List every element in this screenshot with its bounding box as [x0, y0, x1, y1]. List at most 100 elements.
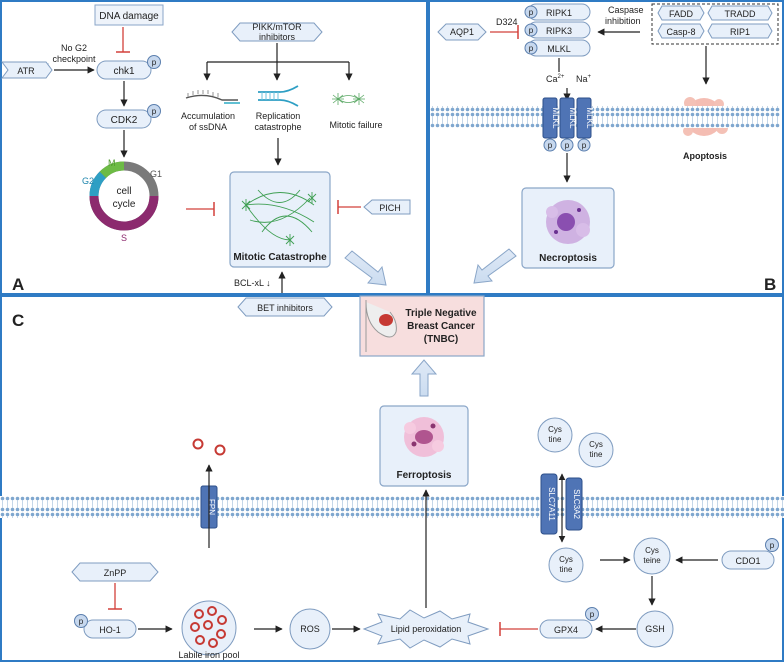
bet-inhibitors-label: BET inhibitors	[257, 303, 313, 313]
ferroptosis-to-tnbc-arrow	[410, 359, 438, 397]
bclxl-label: BCL-xL ↓	[234, 278, 271, 288]
gsh-label: GSH	[645, 624, 665, 634]
slc7a11-label: SLC7A11	[547, 487, 556, 521]
necroptosis-to-tnbc-arrow	[473, 248, 517, 284]
pikk-box	[231, 22, 323, 42]
svg-text:p: p	[565, 141, 570, 150]
cystine-out-1	[537, 417, 573, 453]
gpx4-node	[539, 619, 593, 639]
mlkl-phospho-3	[577, 138, 591, 152]
tnbc-line3: (TNBC)	[424, 334, 458, 345]
replication-fork-icon	[258, 85, 299, 107]
dna-damage-label: DNA damage	[99, 11, 159, 22]
cystine-in	[548, 547, 584, 583]
necroptotic-cell-icon	[546, 200, 590, 244]
tnbc-line2: Breast Cancer	[407, 321, 475, 332]
lipid-peroxidation-burst	[362, 609, 490, 649]
bet-inhibitors-box	[237, 297, 333, 317]
svg-text:p: p	[590, 610, 595, 619]
ros-label: ROS	[300, 624, 320, 634]
ho1-phospho-badge	[74, 614, 88, 628]
pich-label: PICH	[379, 203, 401, 213]
death-complex-box	[651, 3, 779, 45]
membrane-b	[430, 106, 780, 128]
svg-text:Cys: Cys	[589, 440, 603, 449]
svg-text:inhibitors: inhibitors	[259, 32, 296, 42]
gsh-node	[636, 610, 674, 648]
svg-text:p: p	[529, 44, 534, 53]
phase-s-label: S	[121, 233, 127, 243]
slc3a2-transporter	[565, 477, 583, 531]
mitotic-catastrophe-spindle-icon	[241, 189, 317, 246]
casp8-node	[657, 23, 705, 39]
slc3a2-label: SLC3A2	[572, 489, 581, 519]
ros-node	[289, 608, 331, 650]
svg-text:p: p	[152, 107, 157, 116]
svg-text:Casp-8: Casp-8	[666, 27, 695, 37]
znpp-box	[71, 562, 159, 582]
svg-text:MLKL: MLKL	[585, 108, 594, 129]
cell-cycle-ring	[89, 161, 159, 231]
chk1-label: chk1	[113, 66, 135, 77]
aqp1-box	[437, 23, 487, 41]
labile-iron-label: Labile iron pool	[178, 650, 239, 660]
ripk3-phospho-badge	[524, 23, 538, 37]
mlkl-channel-2	[559, 97, 575, 139]
mlkl-label: MLKL	[547, 44, 571, 54]
breast-icon	[365, 300, 397, 352]
caspase-label: Caspase	[608, 5, 644, 15]
mlkl-channel-1	[542, 97, 558, 139]
svg-text:p: p	[79, 617, 84, 626]
panel-label-a: A	[12, 275, 24, 294]
necroptosis-label: Necroptosis	[539, 253, 597, 264]
gpx4-label: GPX4	[554, 625, 578, 635]
atr-label: ATR	[17, 66, 35, 76]
ferroptotic-cell-icon	[404, 417, 444, 457]
cystine-out-2	[578, 432, 614, 468]
mlkl-phospho-badge	[524, 41, 538, 55]
svg-text:cycle: cycle	[113, 199, 136, 210]
svg-text:Cys: Cys	[548, 425, 562, 434]
phase-m-arc	[99, 161, 125, 179]
aqp1-label: AQP1	[450, 27, 474, 37]
cysteine-node	[633, 537, 671, 575]
svg-text:RIP1: RIP1	[730, 27, 750, 37]
fadd-node	[657, 5, 705, 21]
gpx4-phospho-badge	[585, 607, 599, 621]
iron-pool-ions	[190, 606, 227, 648]
panel-a: DNA damage No G2 checkpoint ATR chk1 p C…	[1, 4, 411, 317]
cdo1-label: CDO1	[735, 556, 760, 566]
ho1-node	[83, 619, 137, 639]
svg-text:p: p	[529, 26, 534, 35]
mc-to-tnbc-arrow	[344, 250, 387, 286]
no-g2-label: No G2	[61, 43, 87, 53]
ho1-label: HO-1	[99, 625, 121, 635]
calcium-label: Ca2+	[546, 74, 565, 84]
mitotic-catastrophe-label: Mitotic Catastrophe	[233, 252, 327, 263]
cdk2-label: CDK2	[111, 115, 138, 126]
svg-text:tine: tine	[590, 450, 603, 459]
tnbc-box: Triple Negative Breast Cancer (TNBC)	[359, 295, 485, 357]
panel-b: AQP1 D324 RIPK1 p RIPK3 p MLKL p Caspase…	[430, 3, 780, 284]
svg-text:MLKL: MLKL	[551, 108, 560, 129]
ssdna-label: Accumulation	[181, 111, 235, 121]
cdo1-node	[721, 550, 775, 570]
tnbc-line1: Triple Negative	[405, 308, 477, 319]
svg-text:MLKL: MLKL	[568, 108, 577, 129]
slc7a11-transporter	[540, 473, 558, 535]
svg-text:p: p	[582, 141, 587, 150]
cdk2-node	[96, 109, 152, 129]
pich-box	[363, 199, 411, 215]
svg-text:of ssDNA: of ssDNA	[189, 122, 227, 132]
mlkl-phospho-2	[560, 138, 574, 152]
svg-text:Cys: Cys	[645, 546, 659, 555]
mlkl-phospho-1	[543, 138, 557, 152]
znpp-label: ZnPP	[104, 568, 127, 578]
chk1-node	[96, 60, 152, 80]
svg-text:tine: tine	[549, 435, 562, 444]
svg-text:p: p	[770, 541, 775, 550]
svg-text:catastrophe: catastrophe	[254, 122, 301, 132]
replication-label: Replication	[256, 111, 301, 121]
chk1-phospho-badge	[147, 55, 161, 69]
ferroptosis-label: Ferroptosis	[396, 470, 451, 481]
